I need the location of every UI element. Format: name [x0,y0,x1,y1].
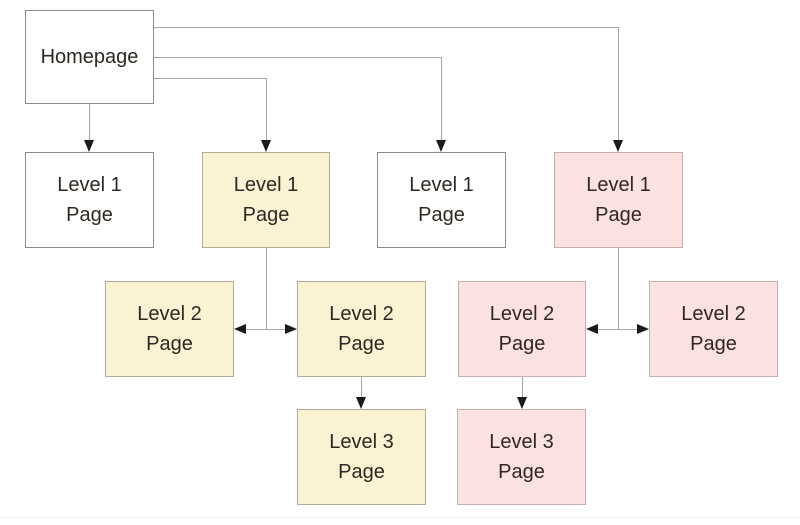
node-level3-page-b[interactable]: Level 3 Page [457,409,586,505]
node-label-line1: Level 1 [586,174,651,196]
edge-level2b-level3a-arrowhead-icon [356,397,366,409]
node-label-line1: Level 3 [329,431,394,453]
edge-homepage-level1d-vline [618,27,619,141]
node-label-line1: Level 1 [57,174,122,196]
edge-homepage-level1b-vline [266,78,267,141]
node-level2-page-a[interactable]: Level 2 Page [105,281,234,377]
canvas-bottom-edge [0,517,800,518]
node-label-line1: Homepage [40,46,139,68]
edge-level1b-level2-vline [266,248,267,330]
node-label-line1: Level 2 [681,303,746,325]
node-level2-page-b[interactable]: Level 2 Page [297,281,426,377]
edge-level2b-level3a-vline [361,377,362,398]
edge-homepage-level1a-vline [89,104,90,141]
edge-level1d-level2-hline [598,329,638,330]
node-label-line2: Page [690,333,737,355]
edge-homepage-level1b-hline [154,78,267,79]
node-label-line2: Page [498,461,545,483]
node-label-line1: Level 1 [233,174,299,196]
node-level1-page-d[interactable]: Level 1 Page [554,152,683,248]
edge-level2c-level3b-arrowhead-icon [517,397,527,409]
edge-homepage-level1b-arrowhead-icon [261,140,271,152]
edge-homepage-level1a-arrowhead-icon [84,140,94,152]
edge-level1b-level2-hline [246,329,286,330]
edge-homepage-level1c-arrowhead-icon [436,140,446,152]
node-label-line2: Page [498,333,546,355]
edge-level1b-level2b-arrowhead-icon [285,324,297,334]
edge-homepage-level1d-arrowhead-icon [613,140,623,152]
node-level2-page-d[interactable]: Level 2 Page [649,281,778,377]
node-level2-page-c[interactable]: Level 2 Page [458,281,586,377]
node-homepage[interactable]: Homepage [25,10,154,104]
node-label-line1: Level 3 [489,431,554,453]
node-label-line2: Page [338,461,385,483]
node-level1-page-b[interactable]: Level 1 Page [202,152,330,248]
node-label-line1: Level 1 [409,174,474,196]
node-label-line2: Page [595,204,642,226]
node-label-line1: Level 2 [489,303,555,325]
edge-level2c-level3b-vline [522,377,523,398]
node-label-line2: Page [146,333,193,355]
node-level3-page-a[interactable]: Level 3 Page [297,409,426,505]
edge-homepage-level1c-hline [154,57,442,58]
node-label-line2: Page [338,333,385,355]
edge-level1d-level2c-arrowhead-icon [586,324,598,334]
edge-homepage-level1d-hline [154,27,619,28]
node-label-line2: Page [66,204,113,226]
node-label-line1: Level 2 [329,303,394,325]
node-level1-page-c[interactable]: Level 1 Page [377,152,506,248]
node-label-line1: Level 2 [137,303,202,325]
node-label-line2: Page [242,204,290,226]
edge-level1b-level2a-arrowhead-icon [234,324,246,334]
edge-homepage-level1c-vline [441,57,442,141]
edge-level1d-level2-vline [618,248,619,330]
node-level1-page-a[interactable]: Level 1 Page [25,152,154,248]
edge-level1d-level2d-arrowhead-icon [637,324,649,334]
node-label-line2: Page [418,204,465,226]
